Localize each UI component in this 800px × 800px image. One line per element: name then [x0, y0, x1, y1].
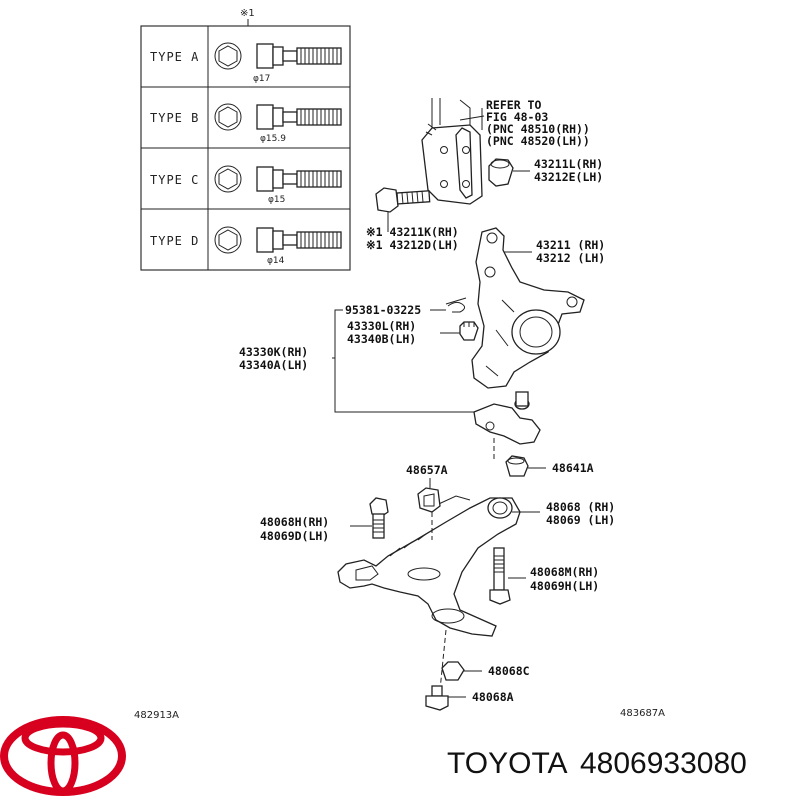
brand-part-number: 4806933080	[580, 747, 747, 780]
bolt-type-label: TYPE C	[150, 173, 199, 187]
part-label-43211: 43211 (RH)	[536, 238, 605, 252]
part-label-43212: 43212 (LH)	[536, 251, 605, 265]
figure-id-right: 483687A	[620, 708, 665, 719]
part-label-43340a: 43340A(LH)	[239, 358, 308, 372]
refer-line-3: (PNC 48510(RH))	[486, 122, 590, 136]
part-label-48069h: 48069H(LH)	[530, 579, 599, 593]
bolt-side-view-icon	[256, 104, 342, 130]
hex-head-icon	[214, 226, 242, 254]
part-label-48068h: 48068H(RH)	[260, 515, 329, 529]
hex-head-icon	[214, 103, 242, 131]
part-label-48657a: 48657A	[406, 463, 448, 477]
part-label-43340b: 43340B(LH)	[347, 332, 416, 346]
bolt-drawing	[350, 497, 389, 539]
bolt-type-row-a: TYPE A φ17	[150, 42, 342, 84]
bolt-type-row-d: TYPE D φ14	[150, 226, 342, 266]
cotter-pin-drawing	[430, 297, 467, 313]
brand-name: TOYOTA	[447, 747, 568, 780]
part-label-43212e: 43212E(LH)	[534, 170, 603, 184]
bolt-diameter-label: φ15	[268, 195, 285, 205]
lower-control-arm-drawing	[337, 495, 521, 691]
bolt-drawing	[375, 187, 431, 232]
bolt-side-view-icon	[256, 43, 342, 69]
bolt-type-row-c: TYPE C φ15	[150, 165, 342, 205]
part-label-43211l: 43211L(RH)	[534, 157, 603, 171]
castle-nut-drawing	[440, 321, 479, 341]
part-label-48068m: 48068M(RH)	[530, 565, 599, 579]
bolt-diameter-label: φ14	[267, 256, 285, 266]
part-label-48069: 48069 (LH)	[546, 513, 615, 527]
bolt-diameter-label: φ15.9	[260, 134, 286, 144]
part-label-48069d: 48069D(LH)	[260, 529, 329, 543]
flange-nut-drawing	[441, 661, 482, 681]
part-label-43212d: ※1 43212D(LH)	[366, 238, 459, 252]
part-label-43330l: 43330L(RH)	[347, 319, 416, 333]
refer-line-4: (PNC 48520(LH))	[486, 134, 590, 148]
bolt-drawing	[425, 685, 466, 711]
figure-id-left: 482913A	[134, 710, 179, 721]
part-label-48068: 48068 (RH)	[546, 500, 615, 514]
bolt-type-label: TYPE B	[150, 111, 199, 125]
bolt-type-row-b: TYPE B φ15.9	[150, 103, 342, 144]
bushing-drawing	[417, 478, 441, 513]
bolt-diameter-label: φ17	[253, 74, 270, 84]
part-label-43330k: 43330K(RH)	[239, 345, 308, 359]
part-label-48641a: 48641A	[552, 461, 594, 475]
bolt-side-view-icon	[256, 227, 342, 253]
bolt-type-label: TYPE D	[150, 234, 199, 248]
part-label-43211k: ※1 43211K(RH)	[366, 225, 459, 239]
bolt-drawing	[489, 547, 526, 605]
bolt-type-label: TYPE A	[150, 50, 199, 64]
ball-joint-drawing	[473, 391, 541, 460]
refer-line-1: REFER TO	[486, 98, 541, 112]
table-note-symbol: ※1	[240, 8, 255, 19]
flange-nut-drawing	[488, 158, 530, 187]
flange-nut-drawing	[505, 455, 546, 477]
toyota-logo-icon	[0, 716, 126, 796]
strut-bracket-drawing	[421, 98, 483, 205]
bolt-side-view-icon	[256, 166, 342, 192]
refer-line-2: FIG 48-03	[486, 110, 548, 124]
refer-note: REFER TO FIG 48-03 (PNC 48510(RH)) (PNC …	[459, 98, 590, 148]
part-label-95381-03225: 95381-03225	[345, 303, 421, 317]
hex-head-icon	[214, 165, 242, 193]
steering-knuckle-drawing	[471, 227, 585, 389]
hex-head-icon	[214, 42, 242, 70]
part-label-48068a: 48068A	[472, 690, 514, 704]
part-label-48068c: 48068C	[488, 664, 530, 678]
bolt-type-table: ※1 TYPE A φ17 TYPE B	[140, 8, 351, 271]
